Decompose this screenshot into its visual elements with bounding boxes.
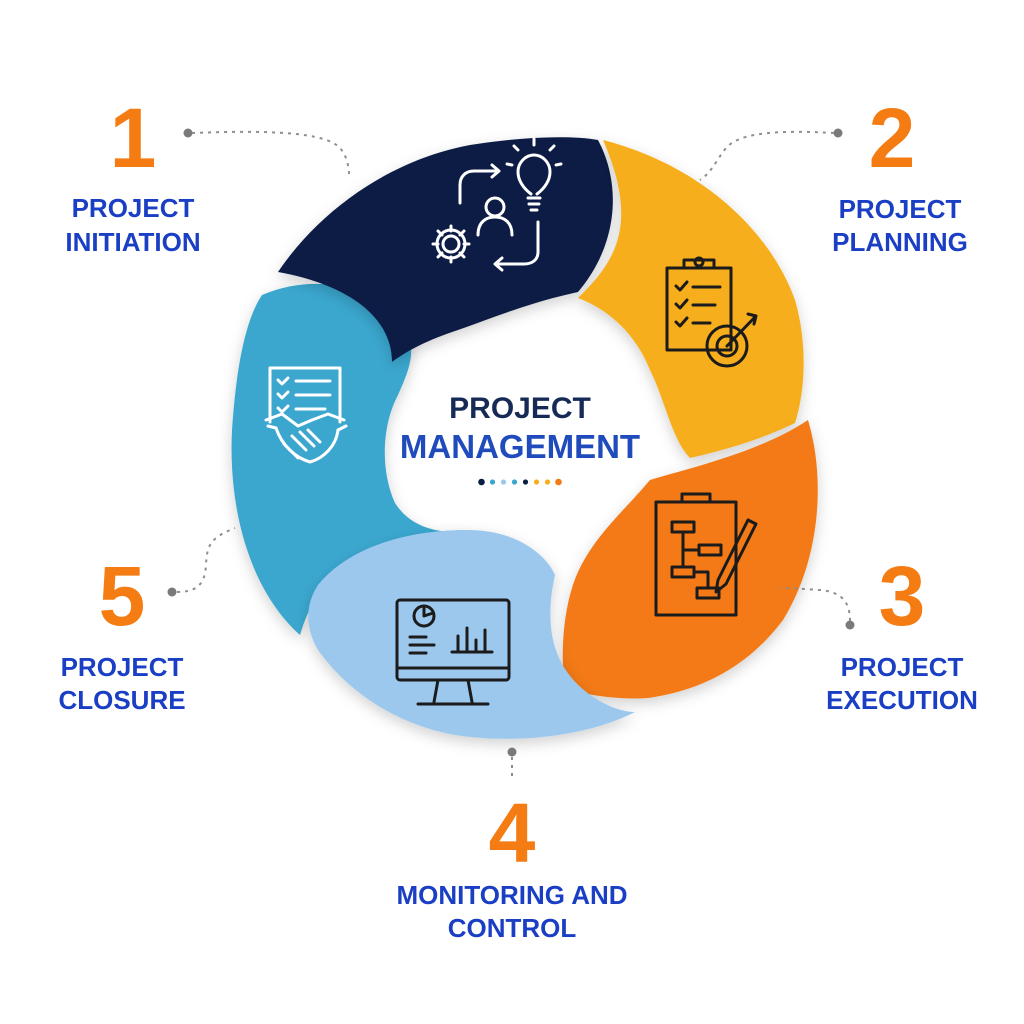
- phase-2-caption: 2 PROJECT PLANNING: [832, 91, 968, 257]
- center-title-line1: PROJECT: [449, 392, 591, 425]
- segment-closure: [231, 283, 470, 635]
- connector-4: [507, 747, 517, 778]
- center-dot: [489, 479, 496, 485]
- connector-2: [699, 128, 843, 181]
- phase-label-2-line1: PROJECT: [839, 194, 962, 224]
- phase-label-1-line2: INITIATION: [65, 227, 200, 257]
- phase-number-2: 2: [869, 91, 916, 185]
- segment-execution: [562, 420, 818, 699]
- gear-person-lightbulb-icon: [431, 137, 563, 272]
- flowchart-pencil-icon: [654, 492, 758, 617]
- connector-1: [183, 128, 351, 179]
- phase-label-4-line2: CONTROL: [448, 913, 577, 943]
- connector-3: [779, 587, 855, 630]
- phase-number-3: 3: [879, 549, 926, 643]
- phase-4-caption: 4 MONITORING AND CONTROL: [396, 786, 627, 943]
- phase-label-5-line2: CLOSURE: [58, 685, 185, 715]
- phase-label-5-line1: PROJECT: [61, 652, 184, 682]
- segment-planning: [578, 140, 804, 458]
- center-dot: [544, 479, 551, 485]
- clipboard-target-icon: [665, 256, 758, 368]
- phase-number-1: 1: [110, 91, 157, 185]
- center-dot: [478, 478, 485, 486]
- center-dot: [533, 479, 540, 485]
- connector-5: [167, 527, 236, 597]
- center-dot-row: [478, 478, 562, 486]
- center-dot: [500, 479, 507, 485]
- center-dot: [555, 478, 562, 486]
- phase-number-4: 4: [489, 786, 536, 880]
- center-dot: [511, 479, 518, 485]
- phase-label-2-line2: PLANNING: [832, 227, 968, 257]
- segment-monitoring: [308, 530, 635, 739]
- phase-5-caption: 5 PROJECT CLOSURE: [58, 549, 185, 715]
- center-title-line2: MANAGEMENT: [400, 428, 640, 465]
- phase-label-4-line1: MONITORING AND: [396, 880, 627, 910]
- center-dot: [522, 479, 529, 485]
- phase-1-caption: 1 PROJECT INITIATION: [65, 91, 200, 257]
- phase-label-3-line1: PROJECT: [841, 652, 964, 682]
- phase-label-3-line2: EXECUTION: [826, 685, 978, 715]
- phase-number-5: 5: [99, 549, 146, 643]
- phase-label-1-line1: PROJECT: [72, 193, 195, 223]
- handshake-document-icon: [264, 366, 348, 464]
- monitor-chart-icon: [395, 598, 511, 706]
- phase-3-caption: 3 PROJECT EXECUTION: [826, 549, 978, 715]
